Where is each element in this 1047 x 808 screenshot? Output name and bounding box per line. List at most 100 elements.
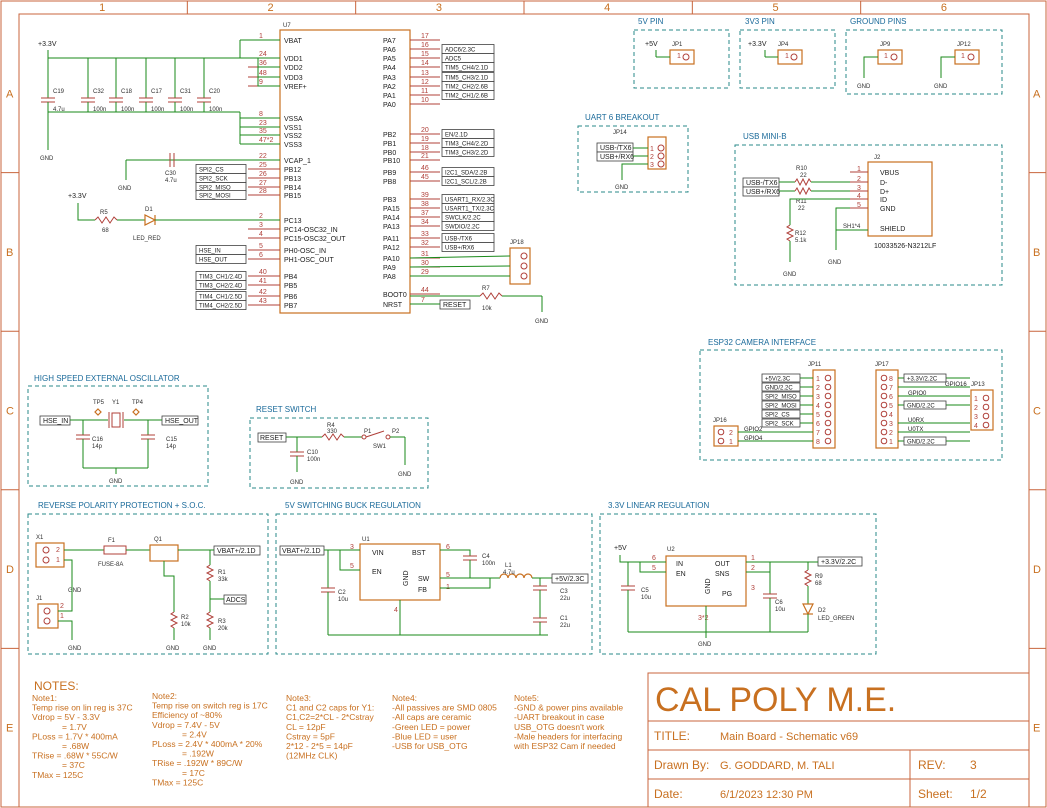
mcu-left-pin-name: VBAT (284, 38, 302, 45)
r7-val: 10k (482, 306, 493, 312)
mcu-left-pin-num: 42 (259, 289, 267, 296)
ldo-gnd: GND (705, 578, 712, 594)
mcu-left-pin-name: PB7 (284, 303, 297, 310)
cap-ref: C20 (209, 89, 221, 95)
jp17-net: U0RX (908, 418, 924, 424)
ldo-pg: PG (722, 591, 732, 598)
mcu-left-net: HSE_IN (199, 249, 221, 255)
mcu-left-pin-num: 27 (259, 180, 267, 187)
title-label: TITLE: (654, 729, 690, 743)
mcu-right-pin-name: PA2 (383, 84, 396, 91)
note-line: Vdrop = 7.4V - 5V (152, 720, 220, 730)
buck-pin-vin: 3 (350, 544, 354, 551)
mcu-right-pin-num: 7 (421, 297, 425, 304)
r12-val: 5.1k (795, 238, 807, 244)
buck-pin-sw: 5 (446, 572, 450, 579)
jp17-net: GND/2.2C (907, 404, 935, 410)
note-line: = .192W (182, 749, 214, 759)
mcu-right-net: TIM5_CH4/2.1D (445, 66, 489, 72)
mcu-right-pin-num: 37 (421, 210, 429, 217)
mcu-right-pin-name: PB3 (383, 197, 396, 204)
mcu-left-pin-name: PB13 (284, 176, 301, 183)
x1-pin2: 2 (56, 547, 60, 554)
note-line: -All passives are SMD 0805 (392, 703, 497, 713)
mcu-right-pin-name: PA13 (383, 224, 400, 231)
jp11-pin: 7 (816, 430, 820, 437)
p5v-net: +5V (645, 41, 658, 48)
mcu-left-pin-name: VCAP_1 (284, 158, 311, 165)
mcu-right-net: TIM2_CH1/2.6B (445, 94, 488, 100)
revpol-gnd4: GND (68, 646, 82, 652)
mcu-right-pin-num: 34 (421, 219, 429, 226)
jp14-ref: JP14 (613, 130, 627, 136)
mcu-right-pin-num: 32 (421, 240, 429, 247)
note-line: Note2: (152, 691, 177, 701)
r1-val: 33k (218, 577, 229, 583)
jp17-pin: 5 (889, 403, 893, 410)
d1-ref: D1 (145, 207, 153, 213)
row-label: A (6, 88, 14, 100)
usb-pin-num: 3 (857, 185, 861, 192)
note-line: PLoss = 1.7V * 400mA (32, 731, 118, 741)
cap-val: 100n (121, 107, 134, 113)
sheet-value: 1/2 (970, 787, 987, 801)
mcu-left-pin-name: VREF+ (284, 84, 307, 91)
jp14-pin: 2 (650, 154, 654, 161)
reverse-polarity: REVERSE POLARITY PROTECTION + S.O.C. X1 … (27, 501, 269, 655)
note-line: -All caps are ceramic (392, 712, 472, 722)
note-line: = .68W (62, 741, 89, 751)
buck-pin-gnd: 4 (394, 607, 398, 614)
mcu-right-pin-name: PB0 (383, 150, 396, 157)
drawn-label: Drawn By: (654, 758, 709, 772)
mcu-right-pin-name: PB1 (383, 141, 396, 148)
mcu-left-pin-num: 28 (259, 188, 267, 195)
osc-gnd: GND (109, 479, 123, 485)
mcu-right-pin-num: 13 (421, 70, 429, 77)
mcu-left-net: SPI2_MISO (199, 186, 231, 192)
mcu-right-net: ADC6/2.3C (445, 48, 476, 54)
mcu-left-pin-num: 8 (259, 111, 263, 118)
pin-block-gnd: GROUND PINS JP9 1 GND JP12 1 GND (845, 17, 1003, 95)
row-label: E (1033, 723, 1040, 735)
r1-ref: R1 (218, 570, 226, 576)
cap-val: 100n (93, 107, 106, 113)
buck-gnd: GND (403, 570, 410, 586)
mcu-right-net: TIM5_CH3/2.1D (445, 76, 489, 82)
c4-ref: C4 (482, 554, 490, 560)
mcu-left-net: TIM3_CH1/2.4D (199, 275, 243, 281)
y1-ref: Y1 (112, 400, 120, 406)
mcu-right-pin-name: PA5 (383, 56, 396, 63)
note-line: -GND & power pins available (514, 703, 623, 713)
reset-gnd-sw: GND (398, 472, 412, 478)
f1-val: FUSE-8A (98, 562, 123, 568)
cap-ref: C19 (53, 89, 65, 95)
row-label: D (1033, 564, 1041, 576)
c3-ref: C3 (560, 589, 568, 595)
jp4-pin: 1 (785, 53, 789, 60)
mcu-right-pin-name: PA15 (383, 206, 400, 213)
jp11-ref: JP11 (808, 362, 822, 368)
mcu-right-pin-num: 21 (421, 153, 429, 160)
ldo-sns: SNS (715, 571, 730, 578)
jp12-ref: JP12 (957, 42, 971, 48)
mcu-right-net: ADC5 (445, 57, 462, 63)
jp17-pin: 6 (889, 394, 893, 401)
jp17-pin: 7 (889, 385, 893, 392)
buck-bst: BST (412, 550, 426, 557)
decoupling-caps: +3.3V C194.7uC32100nC18100nC17100nC31100… (38, 39, 280, 192)
note-line: Note4: (392, 693, 417, 703)
usb-net-tx: USB-/TX6 (746, 180, 778, 187)
l1-val: 4.7u (503, 570, 515, 576)
mcu-right-pin-name: PB2 (383, 132, 396, 139)
jp16-pin: 1 (729, 439, 733, 446)
mcu-left-pin-name: PC14-OSC32_IN (284, 227, 338, 234)
cap-ref: C32 (93, 89, 105, 95)
buck-sw: SW (418, 576, 430, 583)
mcu-left-pin-name: PH1-OSC_OUT (284, 257, 335, 264)
hse-oscillator: HIGH SPEED EXTERNAL OSCILLATOR HSE_IN HS… (27, 374, 209, 487)
j1-pin1: 1 (60, 613, 64, 620)
led-red-circuit: +3.3V R5 68 D1 LED_RED (68, 193, 280, 242)
jp13-pin: 2 (974, 405, 978, 412)
